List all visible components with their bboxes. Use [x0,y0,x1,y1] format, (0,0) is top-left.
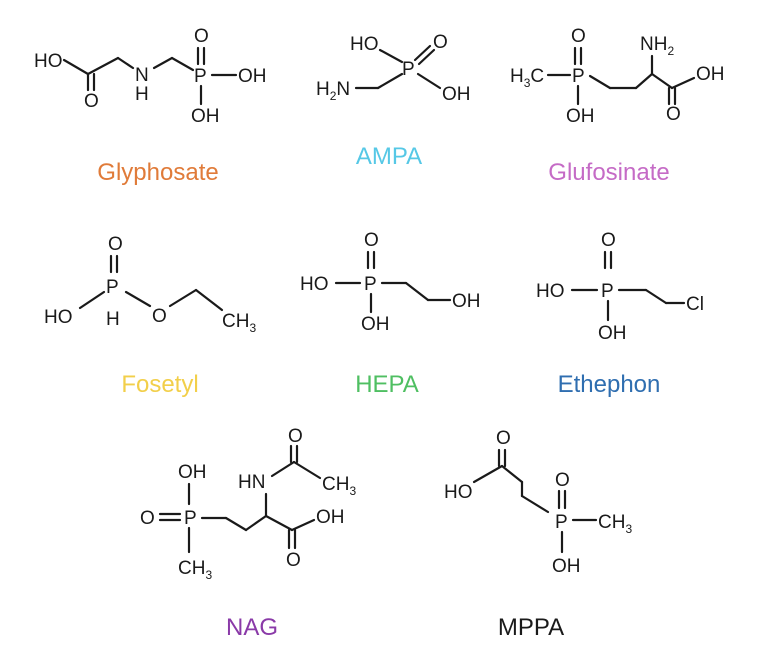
atom-p-ampa: P [402,59,415,80]
structure-fosetyl: O P H HO O CH3 [44,234,256,335]
atom-o-p-ethephon: O [601,230,616,251]
structure-hepa: O P HO OH OH [300,230,481,335]
atom-p-ethephon: P [601,281,614,302]
atom-o-ether-fosetyl: O [152,306,167,327]
structure-nag: OH P O CH3 HN O CH3 OH O [140,426,356,582]
atom-oh-bottom-mppa: OH [552,556,581,577]
structure-ethephon: O P HO OH Cl [536,230,704,344]
label-glyphosate: Glyphosate [97,159,218,186]
atom-ho-ethephon: HO [536,281,565,302]
label-mppa: MPPA [498,614,564,641]
atom-p-nag: P [184,508,197,529]
atom-ho-fosetyl: HO [44,307,73,328]
atom-oh-bottom-glyphosate: OH [191,106,220,127]
label-hepa: HEPA [355,371,419,398]
atom-ho-mppa: HO [444,482,473,503]
atom-ch3-bottom-nag: CH3 [178,558,212,582]
atom-o-acid-glufosinate: O [666,104,681,125]
structure-mppa: O HO P O CH3 OH [444,428,632,577]
label-ethephon: Ethephon [558,371,661,398]
atom-n-glyphosate: N [135,65,149,86]
atom-oh-p-glufosinate: OH [566,106,595,127]
atom-o-carbonyl-glyphosate: O [84,91,99,112]
structure-glufosinate: H3C P O OH NH2 OH O [510,26,725,127]
atom-oh-acid-glufosinate: OH [696,64,725,85]
atom-o-ampa: O [433,32,448,53]
atom-o-p-mppa: O [555,470,570,491]
atom-oh-acid-nag: OH [316,507,345,528]
atom-p-glyphosate: P [194,66,207,87]
label-ampa: AMPA [356,143,422,170]
structure-glyphosate: HO O N H P O OH OH [34,26,267,127]
atom-oh-top-nag: OH [178,462,207,483]
atom-nh2-glufosinate: NH2 [640,34,674,58]
atom-oh-right-glyphosate: OH [238,66,267,87]
atom-oh-right-hepa: OH [452,291,481,312]
atom-ho-glyphosate: HO [34,51,63,72]
label-fosetyl: Fosetyl [121,371,198,398]
label-nag: NAG [226,614,278,641]
atom-ch3-fosetyl: CH3 [222,311,256,335]
atom-o-acid-nag: O [286,550,301,571]
atom-o-p-glufosinate: O [571,26,586,47]
atom-o-amide-nag: O [288,426,303,447]
atom-p-hepa: P [364,274,377,295]
atom-h3c-glufosinate: H3C [510,66,544,90]
atom-p-fosetyl: P [106,277,119,298]
atom-h-fosetyl: H [106,309,120,330]
atom-ch3-right-nag: CH3 [322,474,356,498]
atom-oh-bottom-hepa: OH [361,314,390,335]
atom-hn-nag: HN [238,472,265,493]
atom-o-acid-mppa: O [496,428,511,449]
atom-ch3-mppa: CH3 [598,512,632,536]
structure-ampa: HO O P OH H2N [316,32,471,105]
atom-ho-ampa: HO [350,34,379,55]
label-glufosinate: Glufosinate [548,159,669,186]
atom-oh-ampa: OH [442,84,471,105]
atom-p-glufosinate: P [572,66,585,87]
atom-o-p-nag: O [140,508,155,529]
atom-h-glyphosate: H [135,84,149,105]
atom-h2n-ampa: H2N [316,79,350,103]
atom-cl-ethephon: Cl [686,294,704,315]
atom-o-p-hepa: O [364,230,379,251]
atom-ho-hepa: HO [300,274,329,295]
atom-o-p-glyphosate: O [194,26,209,47]
atom-o-p-fosetyl: O [108,234,123,255]
atom-oh-bottom-ethephon: OH [598,323,627,344]
atom-p-mppa: P [555,512,568,533]
